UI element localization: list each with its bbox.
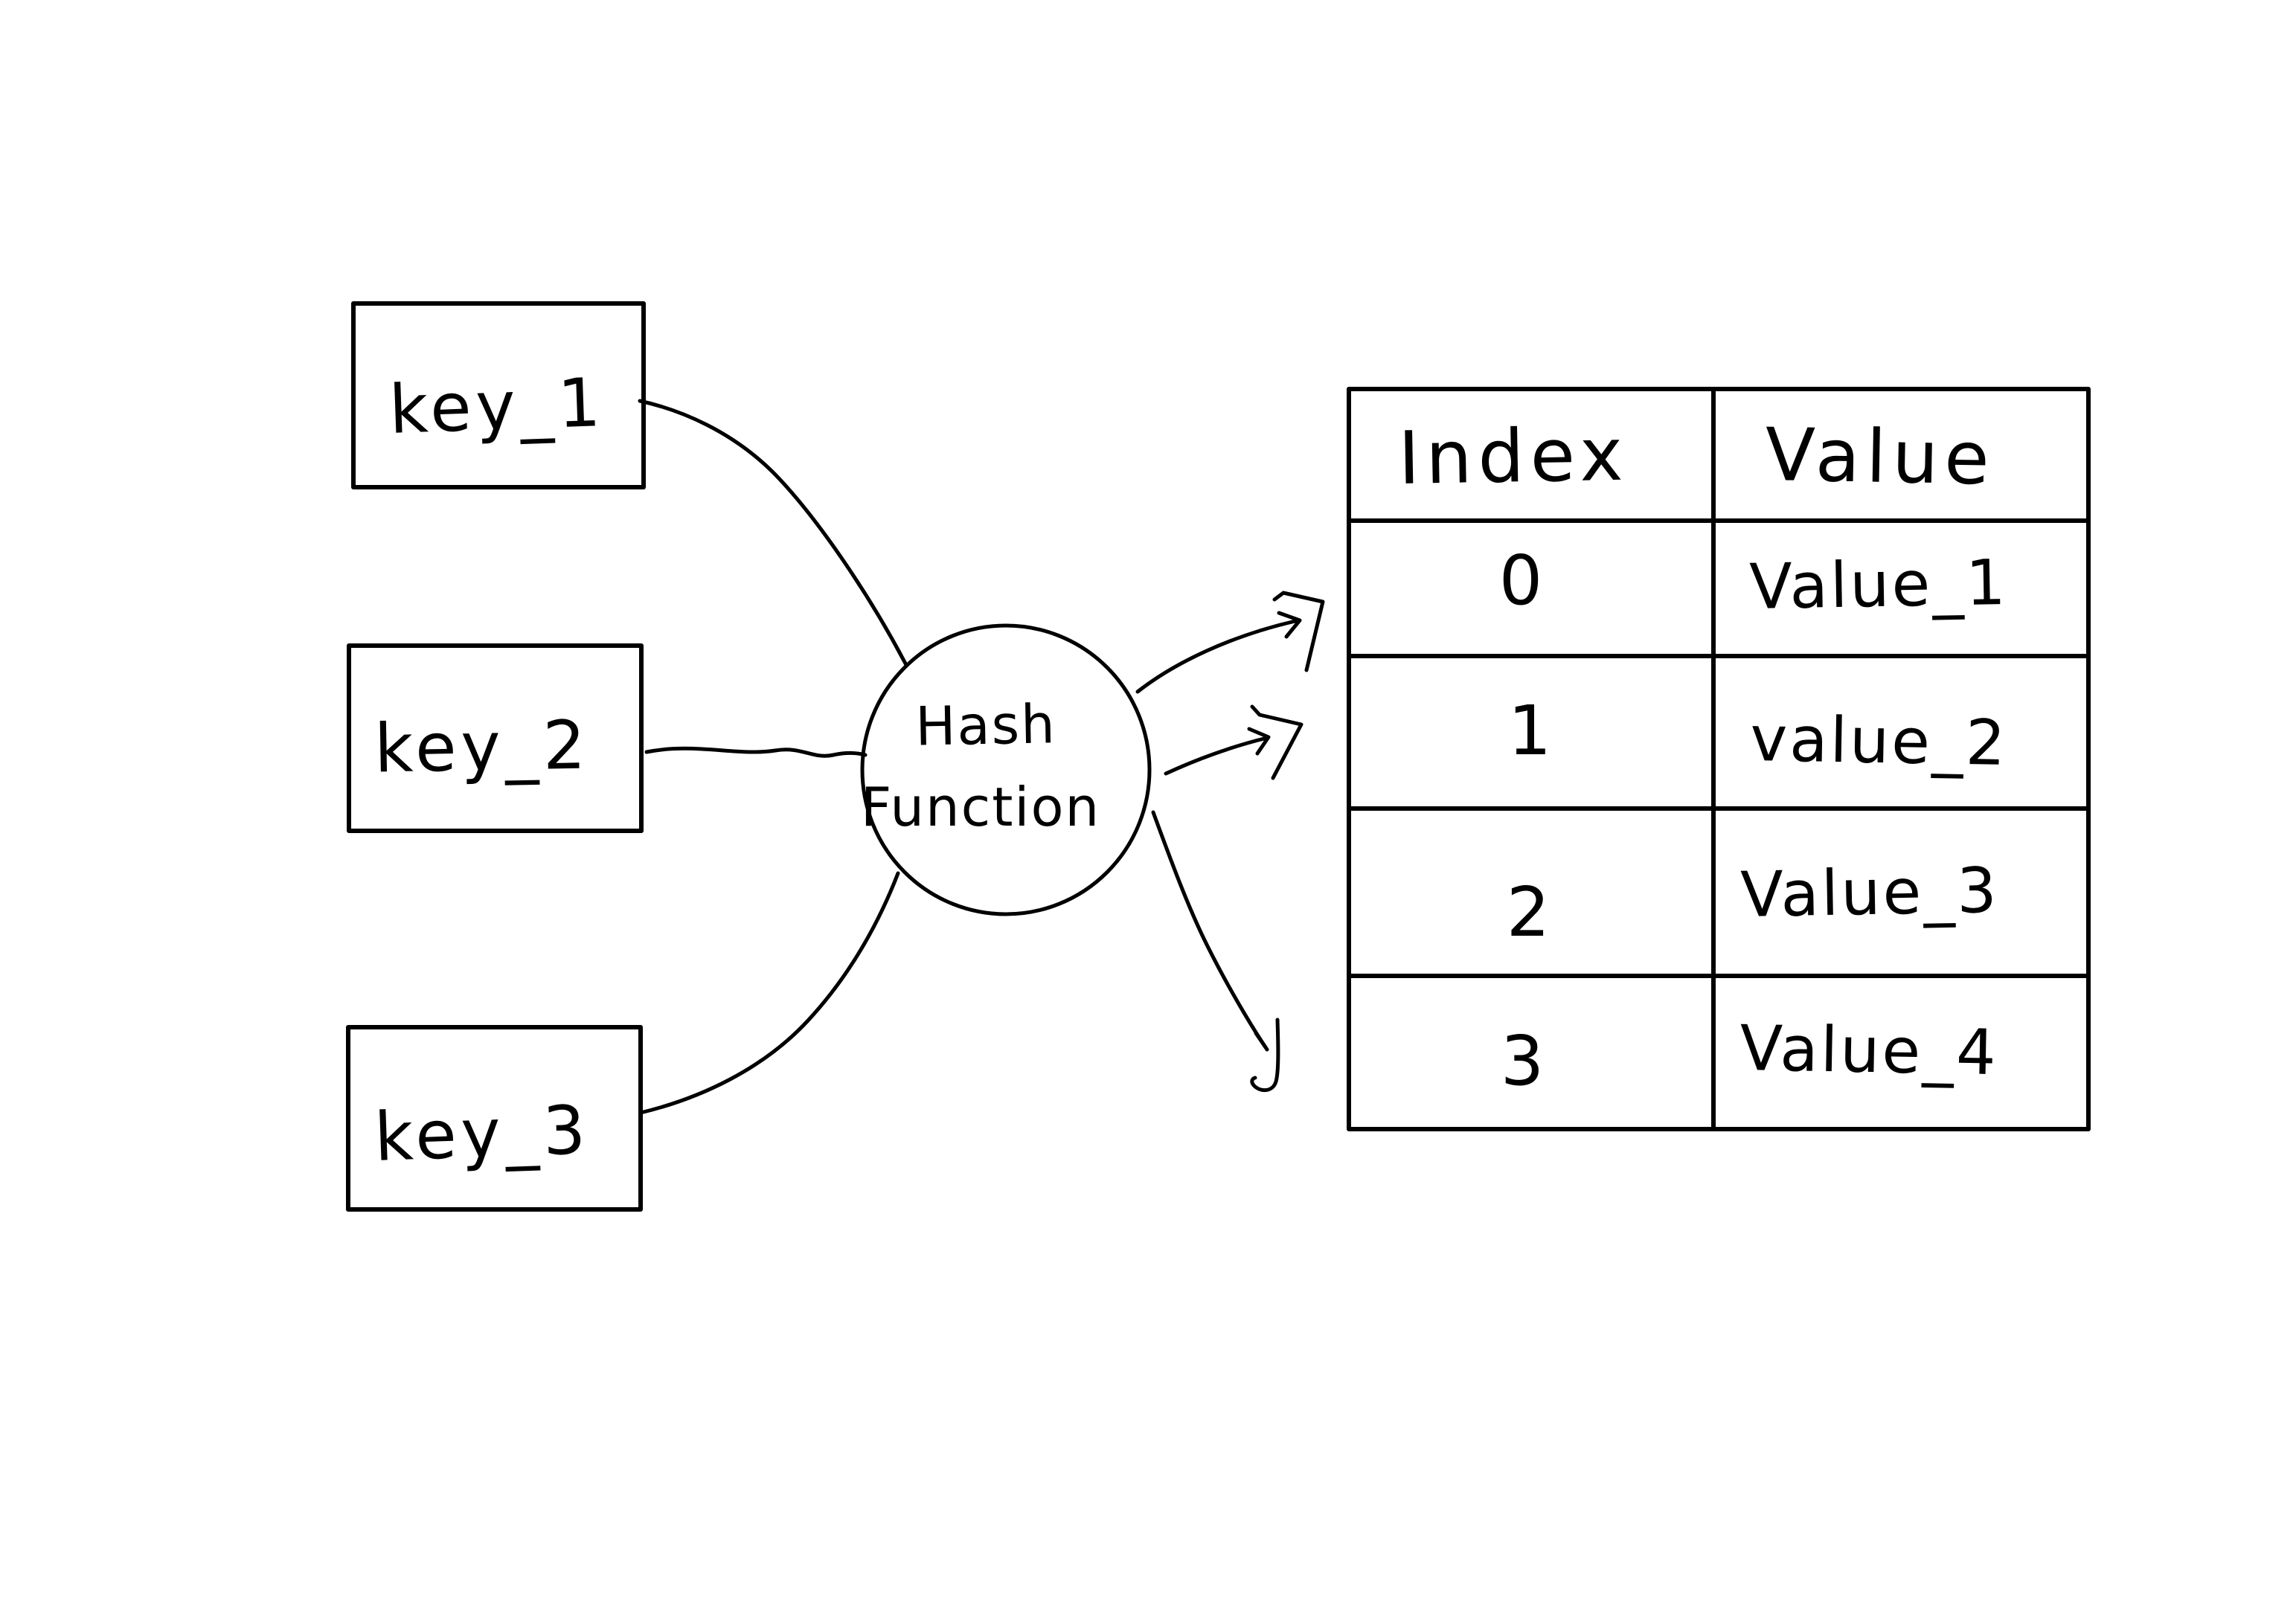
arrowhead-chevron-row0 [1272, 591, 1325, 672]
key-1-box [351, 301, 646, 489]
arrowhead-chevron-row1 [1250, 704, 1303, 780]
connector-key2-to-hash [644, 746, 868, 758]
table-header-value: Value [1765, 413, 1996, 501]
arrow-shaft-hash-to-row1 [1164, 736, 1269, 776]
key-3-box [346, 1025, 643, 1212]
connector-key3-to-hash [638, 871, 900, 1115]
arrow-shaft-hash-to-row0 [1135, 619, 1298, 694]
table-cell-index-1: 1 [1508, 691, 1552, 771]
table-header-index: Index [1397, 413, 1629, 501]
table-cell-value-2: Value_3 [1740, 854, 2000, 931]
arrow-shaft-hash-to-row3 [1151, 810, 1269, 1052]
table-cell-value-3: Value_4 [1739, 1012, 1999, 1089]
hash-function-label-line1: Hash [915, 692, 1057, 757]
arrowhead-barb-row0 [1277, 611, 1302, 639]
table-cell-value-1: value_2 [1750, 702, 2009, 780]
arrowhead-barb-row1 [1247, 727, 1271, 756]
table-cell-index-3: 3 [1501, 1021, 1545, 1101]
key-1-label: key_1 [388, 364, 606, 449]
table-cell-value-0: Value_1 [1749, 546, 2009, 623]
arrowhead-hook-row3 [1250, 1018, 1280, 1093]
connector-key1-to-hash [638, 399, 908, 667]
table-border [1347, 387, 2091, 1131]
key-2-box [347, 643, 644, 833]
table-cell-index-2: 2 [1507, 872, 1551, 952]
hash-function-label-line2: Function [861, 776, 1100, 838]
table-cell-index-0: 0 [1499, 541, 1543, 620]
key-3-label: key_3 [373, 1091, 591, 1177]
hash-function-circle [860, 623, 1152, 916]
arrowhead-barb-row3 [1254, 1031, 1268, 1050]
key-2-label: key_2 [373, 706, 591, 788]
